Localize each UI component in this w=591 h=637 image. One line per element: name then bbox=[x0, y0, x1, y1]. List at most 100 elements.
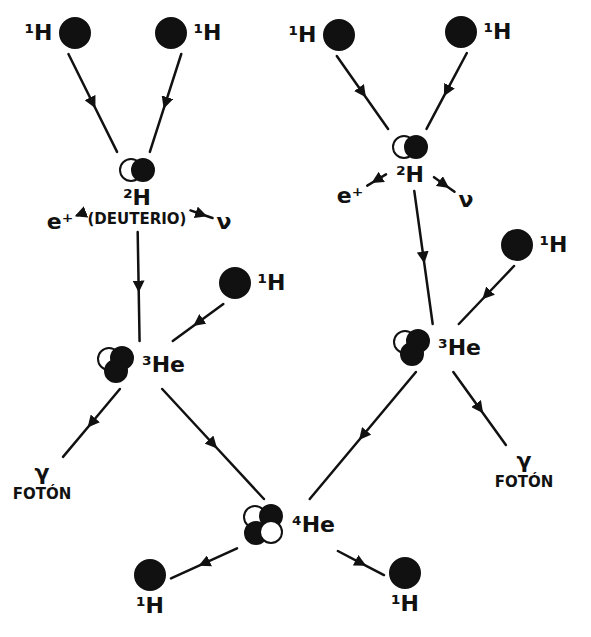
particle-node: ¹H bbox=[444, 15, 511, 49]
particle-node: ²H bbox=[390, 133, 430, 187]
particle-node: ⁴He bbox=[241, 503, 335, 547]
nucleus-icon bbox=[500, 228, 534, 262]
particle-node: ¹H bbox=[388, 556, 422, 616]
proton-circle bbox=[324, 20, 354, 50]
particle-symbol: γ bbox=[34, 461, 49, 485]
reaction-arrow bbox=[310, 372, 416, 499]
particle-symbol: ²H bbox=[396, 163, 424, 187]
nucleus-icon bbox=[322, 18, 356, 52]
particle-node: ¹H bbox=[24, 16, 91, 50]
product-label-node: ν bbox=[459, 188, 474, 212]
reaction-arrow bbox=[434, 177, 455, 192]
particle-node: ³He bbox=[95, 345, 185, 385]
proton-circle bbox=[446, 17, 476, 47]
particle-symbol: ¹H bbox=[24, 21, 52, 45]
particle-label: ¹H bbox=[391, 592, 419, 616]
particle-name: FOTÓN bbox=[495, 473, 554, 491]
proton-circle bbox=[105, 360, 127, 382]
proton-circle bbox=[405, 136, 427, 158]
particle-symbol: ν bbox=[217, 210, 232, 234]
particle-label: ³He bbox=[142, 353, 185, 377]
particle-label: e⁺ bbox=[337, 184, 364, 208]
nucleus-icon bbox=[444, 15, 478, 49]
particle-label: ν bbox=[217, 210, 232, 234]
reaction-arrow bbox=[337, 56, 388, 129]
particle-label: ⁴He bbox=[292, 513, 335, 537]
particle-symbol: ⁴He bbox=[292, 513, 335, 537]
proton-circle bbox=[390, 558, 420, 588]
particle-symbol: ¹H bbox=[539, 233, 567, 257]
particle-symbol: e⁺ bbox=[47, 210, 74, 234]
particle-node: ¹H bbox=[218, 266, 285, 300]
particle-label: e⁺ bbox=[47, 210, 74, 234]
particle-name: (DEUTERIO) bbox=[88, 210, 187, 228]
reaction-arrow bbox=[150, 54, 181, 152]
nucleus-icon bbox=[117, 156, 157, 184]
particle-symbol: ³He bbox=[142, 353, 185, 377]
reaction-arrow bbox=[414, 191, 432, 324]
particle-label: ν bbox=[459, 188, 474, 212]
particle-node: ²H(DEUTERIO) bbox=[88, 156, 187, 228]
particle-label: ¹H bbox=[288, 23, 316, 47]
particle-label: γFOTÓN bbox=[13, 461, 72, 503]
particle-symbol: ¹H bbox=[483, 20, 511, 44]
nucleus-icon bbox=[241, 503, 287, 547]
reaction-arrow bbox=[162, 389, 264, 499]
reaction-arrow bbox=[367, 174, 386, 185]
reaction-arrow bbox=[338, 551, 384, 575]
particle-label: ²H(DEUTERIO) bbox=[88, 186, 187, 228]
reaction-arrow bbox=[63, 389, 120, 457]
reaction-arrow bbox=[453, 372, 506, 445]
product-label-node: e⁺ bbox=[337, 184, 364, 208]
particle-name: FOTÓN bbox=[13, 485, 72, 503]
particle-node: ¹H bbox=[133, 558, 167, 618]
nucleus-icon bbox=[133, 558, 167, 592]
particle-label: ¹H bbox=[193, 21, 221, 45]
product-label-node: ν bbox=[217, 210, 232, 234]
particle-symbol: ¹H bbox=[136, 594, 164, 618]
particle-label: ²H bbox=[396, 163, 424, 187]
reaction-arrow bbox=[427, 53, 467, 129]
particle-label: ³He bbox=[438, 336, 481, 360]
proton-circle bbox=[60, 18, 90, 48]
particle-label: ¹H bbox=[257, 271, 285, 295]
nucleus-icon bbox=[391, 328, 433, 368]
proton-circle bbox=[401, 343, 423, 365]
proton-circle bbox=[135, 560, 165, 590]
particle-symbol: ¹H bbox=[193, 21, 221, 45]
proton-circle bbox=[132, 159, 154, 181]
particle-symbol: e⁺ bbox=[337, 184, 364, 208]
particle-symbol: γ bbox=[516, 449, 531, 473]
reaction-arrow bbox=[171, 548, 237, 578]
particle-label: γFOTÓN bbox=[495, 449, 554, 491]
nucleus-icon bbox=[388, 556, 422, 590]
nucleus-icon bbox=[95, 345, 137, 385]
nucleus-icon bbox=[390, 133, 430, 161]
particle-symbol: ²H bbox=[123, 186, 151, 210]
reaction-arrow bbox=[138, 232, 140, 341]
product-label-node: γFOTÓN bbox=[13, 461, 72, 503]
particle-symbol: ¹H bbox=[288, 23, 316, 47]
proton-circle bbox=[502, 230, 532, 260]
particle-label: ¹H bbox=[136, 594, 164, 618]
proton-circle bbox=[156, 18, 186, 48]
particle-symbol: ¹H bbox=[391, 592, 419, 616]
particle-label: ¹H bbox=[483, 20, 511, 44]
reaction-arrow bbox=[190, 210, 212, 218]
particle-node: ¹H bbox=[500, 228, 567, 262]
particle-symbol: ¹H bbox=[257, 271, 285, 295]
particle-node: ¹H bbox=[154, 16, 221, 50]
product-label-node: γFOTÓN bbox=[495, 449, 554, 491]
reaction-arrow bbox=[173, 304, 224, 341]
nucleus-icon bbox=[154, 16, 188, 50]
nucleus-icon bbox=[58, 16, 92, 50]
neutron-circle bbox=[260, 521, 282, 543]
nucleus-icon bbox=[218, 266, 252, 300]
reaction-arrow bbox=[68, 54, 117, 152]
reaction-arrow bbox=[459, 266, 514, 324]
particle-symbol: ³He bbox=[438, 336, 481, 360]
particle-label: ¹H bbox=[24, 21, 52, 45]
reaction-arrow bbox=[77, 213, 83, 215]
